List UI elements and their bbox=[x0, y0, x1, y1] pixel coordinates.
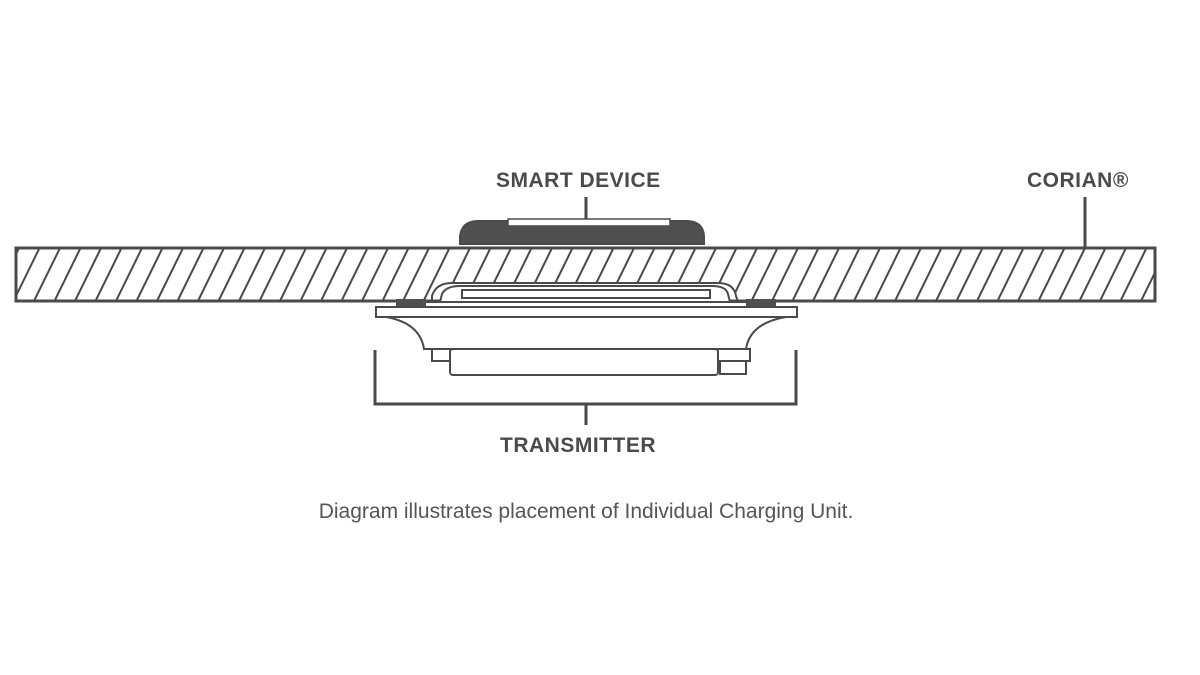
hatch-line bbox=[156, 248, 184, 301]
hatch-line bbox=[135, 248, 164, 301]
hatch-line bbox=[176, 248, 205, 301]
hatch-line bbox=[115, 248, 143, 301]
hatch-line bbox=[1058, 248, 1086, 301]
hatch-line bbox=[422, 248, 451, 301]
hatch-line bbox=[320, 248, 348, 301]
transmitter-unit bbox=[375, 285, 798, 376]
transmitter-bracket bbox=[373, 350, 798, 425]
hatch-line bbox=[217, 248, 246, 301]
hatch-line bbox=[33, 248, 61, 301]
hatch-line bbox=[197, 248, 225, 301]
smart-device-label: SMART DEVICE bbox=[496, 169, 661, 192]
hatch-line bbox=[16, 248, 41, 299]
hatch-line bbox=[361, 248, 389, 301]
hatch-line bbox=[873, 248, 902, 301]
hatch-line bbox=[1078, 248, 1107, 301]
hatch-line bbox=[1037, 248, 1066, 301]
hatch-line bbox=[94, 248, 123, 301]
hatch-line bbox=[996, 248, 1025, 301]
hatch-line bbox=[340, 248, 369, 301]
hatch-line bbox=[1119, 248, 1148, 301]
hatch-line bbox=[935, 248, 963, 301]
hatch-line bbox=[894, 248, 922, 301]
hatch-line bbox=[914, 248, 943, 301]
hatch-line bbox=[238, 248, 266, 301]
hatch-line bbox=[381, 248, 410, 301]
hatch-line bbox=[402, 248, 430, 301]
smart-device bbox=[459, 218, 705, 245]
corian-label: CORIAN® bbox=[1027, 169, 1129, 192]
diagram-caption: Diagram illustrates placement of Individ… bbox=[318, 500, 854, 523]
hatch-line bbox=[812, 248, 840, 301]
hatch-line bbox=[74, 248, 102, 301]
hatch-line bbox=[258, 248, 287, 301]
hatch-line bbox=[750, 248, 779, 301]
hatch-line bbox=[832, 248, 861, 301]
hatch-line bbox=[955, 248, 984, 301]
hatch-line bbox=[791, 248, 820, 301]
hatch-line bbox=[279, 248, 307, 301]
hatch-line bbox=[976, 248, 1004, 301]
hatch-line bbox=[771, 248, 799, 301]
hatch-line bbox=[299, 248, 328, 301]
hatch-line bbox=[853, 248, 881, 301]
hatch-line bbox=[53, 248, 82, 301]
hatch-line bbox=[1099, 248, 1127, 301]
hatch-line bbox=[1017, 248, 1045, 301]
hatch-line bbox=[1162, 248, 1188, 301]
transmitter-label: TRANSMITTER bbox=[500, 434, 656, 457]
